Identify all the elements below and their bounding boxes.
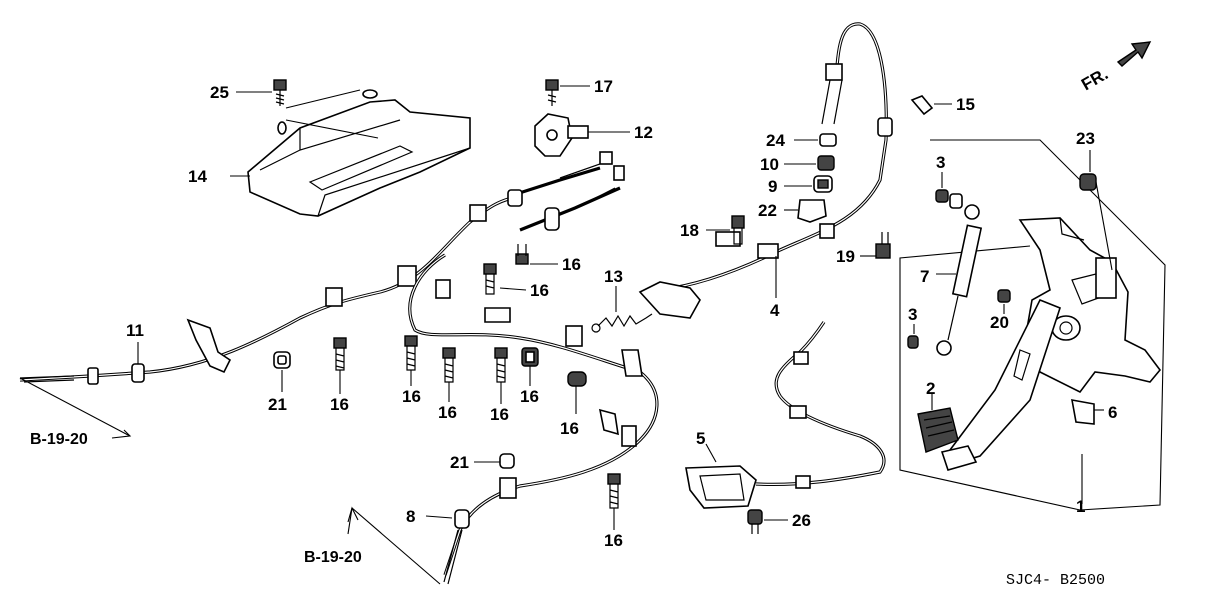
bolt-part[interactable] bbox=[333, 337, 347, 371]
damper-part[interactable] bbox=[936, 204, 983, 356]
callout-8: 8 bbox=[406, 507, 415, 526]
nut-part[interactable] bbox=[1079, 173, 1097, 191]
rear-cable-right-part[interactable] bbox=[408, 253, 659, 585]
bolt-part[interactable] bbox=[567, 371, 587, 387]
collar-part[interactable] bbox=[819, 133, 837, 147]
nut-part[interactable] bbox=[997, 289, 1011, 303]
pedal-assembly-part[interactable] bbox=[899, 139, 1166, 511]
callout-25: 25 bbox=[210, 83, 229, 102]
grommet-part[interactable] bbox=[813, 175, 833, 193]
callout-18: 18 bbox=[680, 221, 699, 240]
callout-16-h: 16 bbox=[562, 255, 581, 274]
bolt-part[interactable] bbox=[521, 347, 539, 367]
bolt-part[interactable] bbox=[747, 509, 763, 534]
callout-16-i: 16 bbox=[604, 531, 623, 550]
clip-part[interactable] bbox=[910, 95, 934, 116]
return-spring-part[interactable] bbox=[591, 313, 653, 333]
switch-part[interactable] bbox=[1071, 399, 1095, 425]
callout-2: 2 bbox=[926, 379, 935, 398]
callout-16-d: 16 bbox=[490, 405, 509, 424]
callout-24: 24 bbox=[766, 131, 785, 150]
front-marker: FR. bbox=[1078, 64, 1111, 94]
bolt-part[interactable] bbox=[273, 79, 287, 106]
callout-16-a: 16 bbox=[330, 395, 349, 414]
callout-17: 17 bbox=[594, 77, 613, 96]
drawing-code: SJC4- B2500 bbox=[1006, 572, 1105, 589]
pedal-pad-part[interactable] bbox=[917, 407, 959, 453]
callout-3-lower: 3 bbox=[908, 305, 917, 324]
callout-13: 13 bbox=[604, 267, 623, 286]
bolt-part[interactable] bbox=[483, 263, 497, 295]
bushing-part[interactable] bbox=[907, 335, 919, 349]
callout-19: 19 bbox=[836, 247, 855, 266]
callout-16-f: 16 bbox=[560, 419, 579, 438]
callout-22: 22 bbox=[758, 201, 777, 220]
bracket-part[interactable] bbox=[797, 199, 827, 223]
callout-12: 12 bbox=[634, 123, 653, 142]
bolt-part[interactable] bbox=[731, 215, 745, 245]
callout-16-e: 16 bbox=[520, 387, 539, 406]
clip-part[interactable] bbox=[273, 351, 291, 369]
callout-16-g: 16 bbox=[530, 281, 549, 300]
equalizer-bracket-part[interactable] bbox=[534, 113, 589, 157]
bolt-part[interactable] bbox=[545, 79, 559, 106]
callout-1: 1 bbox=[1076, 497, 1085, 516]
callout-5: 5 bbox=[696, 429, 705, 448]
callout-3-upper: 3 bbox=[936, 153, 945, 172]
callout-14: 14 bbox=[188, 167, 207, 186]
callout-26: 26 bbox=[792, 511, 811, 530]
reference-left-label: B-19-20 bbox=[30, 431, 88, 448]
cable-end-part[interactable] bbox=[507, 151, 625, 232]
bushing-part[interactable] bbox=[935, 189, 963, 209]
nut-part[interactable] bbox=[817, 155, 835, 171]
rear-cable-left-part[interactable] bbox=[19, 194, 521, 385]
clip-part[interactable] bbox=[499, 453, 515, 469]
callout-7: 7 bbox=[920, 267, 929, 286]
bolt-part[interactable] bbox=[515, 244, 529, 265]
callout-15: 15 bbox=[956, 95, 975, 114]
callout-4: 4 bbox=[770, 301, 780, 320]
callout-6: 6 bbox=[1108, 403, 1117, 422]
release-handle-part[interactable] bbox=[685, 321, 886, 509]
callout-10: 10 bbox=[760, 155, 779, 174]
front-cable-part[interactable] bbox=[638, 22, 893, 319]
callout-23: 23 bbox=[1076, 129, 1095, 148]
bolt-part[interactable] bbox=[404, 335, 418, 371]
front-direction-arrow-icon bbox=[1116, 41, 1152, 67]
callout-16-b: 16 bbox=[402, 387, 421, 406]
callout-20: 20 bbox=[990, 313, 1009, 332]
reference-bottom-label: B-19-20 bbox=[304, 549, 362, 566]
callout-21-b: 21 bbox=[450, 453, 469, 472]
bolt-part[interactable] bbox=[875, 232, 891, 259]
callout-11: 11 bbox=[126, 321, 144, 340]
bolt-part[interactable] bbox=[494, 347, 508, 383]
callout-16-c: 16 bbox=[438, 403, 457, 422]
bolt-part[interactable] bbox=[607, 473, 621, 509]
callout-21-a: 21 bbox=[268, 395, 287, 414]
bolt-part[interactable] bbox=[442, 347, 456, 383]
callout-9: 9 bbox=[768, 177, 777, 196]
heat-shield-part[interactable] bbox=[247, 89, 471, 217]
